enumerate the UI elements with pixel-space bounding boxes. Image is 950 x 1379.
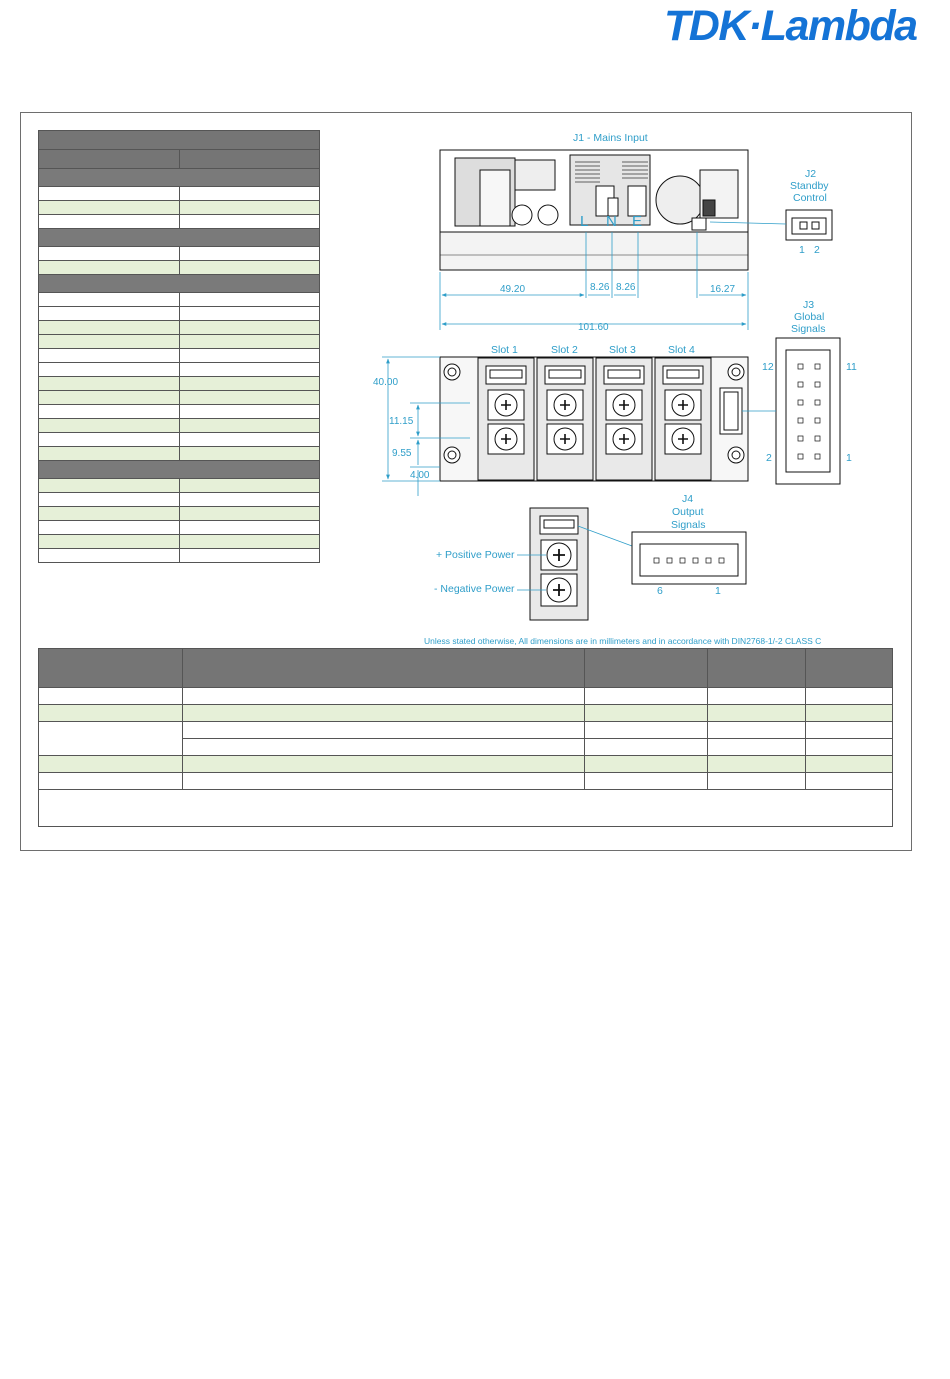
- table-row: [38, 534, 320, 549]
- j2-label-control: Control: [793, 192, 827, 204]
- earth-terminal-label: E: [632, 213, 642, 230]
- table-row: [38, 334, 320, 349]
- table-row: [38, 755, 893, 773]
- j3-pin-1: 1: [846, 452, 852, 464]
- dim-4-00: 4.00: [410, 470, 430, 481]
- table-row: [38, 292, 320, 307]
- table-row: [38, 246, 320, 261]
- slot-2-label: Slot 2: [551, 344, 578, 356]
- j3-pin-12: 12: [762, 361, 774, 373]
- pinout-table: [38, 130, 320, 563]
- table-section-row: [38, 460, 320, 479]
- j3-pin-2: 2: [766, 452, 772, 464]
- dim-101-60: 101.60: [578, 322, 609, 333]
- table-row: [38, 687, 893, 705]
- table-header-row: [38, 648, 893, 688]
- line-terminal-label: L: [580, 213, 588, 230]
- table-section-row: [38, 168, 320, 187]
- dim-40-00: 40.00: [373, 377, 398, 388]
- drawing-frame: [20, 112, 912, 851]
- dim-49-20: 49.20: [500, 284, 525, 295]
- table-row: [38, 492, 320, 507]
- j3-connector: [775, 337, 841, 485]
- dim-9-55: 9.55: [392, 448, 412, 459]
- slot-3-label: Slot 3: [609, 344, 636, 356]
- table-row: [39, 738, 893, 756]
- table-header-row: [38, 130, 320, 150]
- mechanical-drawing: .dim { stroke:#2f9ec9; stroke-width:0.8;…: [373, 132, 857, 621]
- positive-power-label: + Positive Power: [436, 549, 515, 561]
- pcb-top-view: [439, 149, 833, 271]
- table-row: [38, 772, 893, 790]
- table-row: [38, 200, 320, 215]
- table-header-row: [38, 149, 320, 169]
- table-row: [38, 260, 320, 275]
- j3-label-global: Global: [794, 311, 824, 323]
- table-row: [38, 214, 320, 229]
- table-row: [38, 721, 893, 756]
- dimension-note: Unless stated otherwise, All dimensions …: [424, 636, 822, 646]
- j4-pin-6: 6: [657, 585, 663, 597]
- j2-pin-1: 1: [799, 244, 805, 256]
- j2-pin-2: 2: [814, 244, 820, 256]
- table-row: [38, 506, 320, 521]
- table-row: [38, 306, 320, 321]
- j4-pin-1: 1: [715, 585, 721, 597]
- slot-4-label: Slot 4: [668, 344, 695, 356]
- negative-power-label: - Negative Power: [434, 583, 515, 595]
- dim-16-27: 16.27: [710, 284, 735, 295]
- output-module-view: [517, 507, 633, 621]
- j1-label: J1 - Mains Input: [573, 132, 648, 144]
- dim-11-15: 11.15: [389, 416, 414, 427]
- slot-1-label: Slot 1: [491, 344, 518, 356]
- table-row: [38, 376, 320, 391]
- table-row: [38, 520, 320, 535]
- tdk-lambda-logo: TDK·Lambda: [664, 2, 918, 50]
- j2-label: J2: [805, 168, 816, 180]
- table-row: [38, 404, 320, 419]
- j3-pin-11: 11: [846, 361, 857, 373]
- spec-table: [38, 648, 893, 827]
- j4-connector: [631, 531, 747, 585]
- vertical-dimensions: [382, 356, 470, 496]
- dim-8-26-b: 8.26: [616, 282, 636, 293]
- horizontal-dimensions: [439, 232, 749, 330]
- table-section-row: [38, 274, 320, 293]
- j4-label-output: Output: [672, 506, 704, 518]
- dim-8-26-a: 8.26: [590, 282, 610, 293]
- front-view: [439, 356, 776, 482]
- table-row: [38, 548, 320, 563]
- table-footer-row: [38, 789, 893, 827]
- j4-label-signals: Signals: [671, 519, 705, 531]
- j4-label: J4: [682, 493, 693, 505]
- neutral-terminal-label: N: [606, 213, 617, 230]
- table-row: [38, 704, 893, 722]
- table-row: [38, 186, 320, 201]
- j2-label-standby: Standby: [790, 180, 829, 192]
- j3-label-signals: Signals: [791, 323, 825, 335]
- table-row: [38, 446, 320, 461]
- j3-label: J3: [803, 299, 814, 311]
